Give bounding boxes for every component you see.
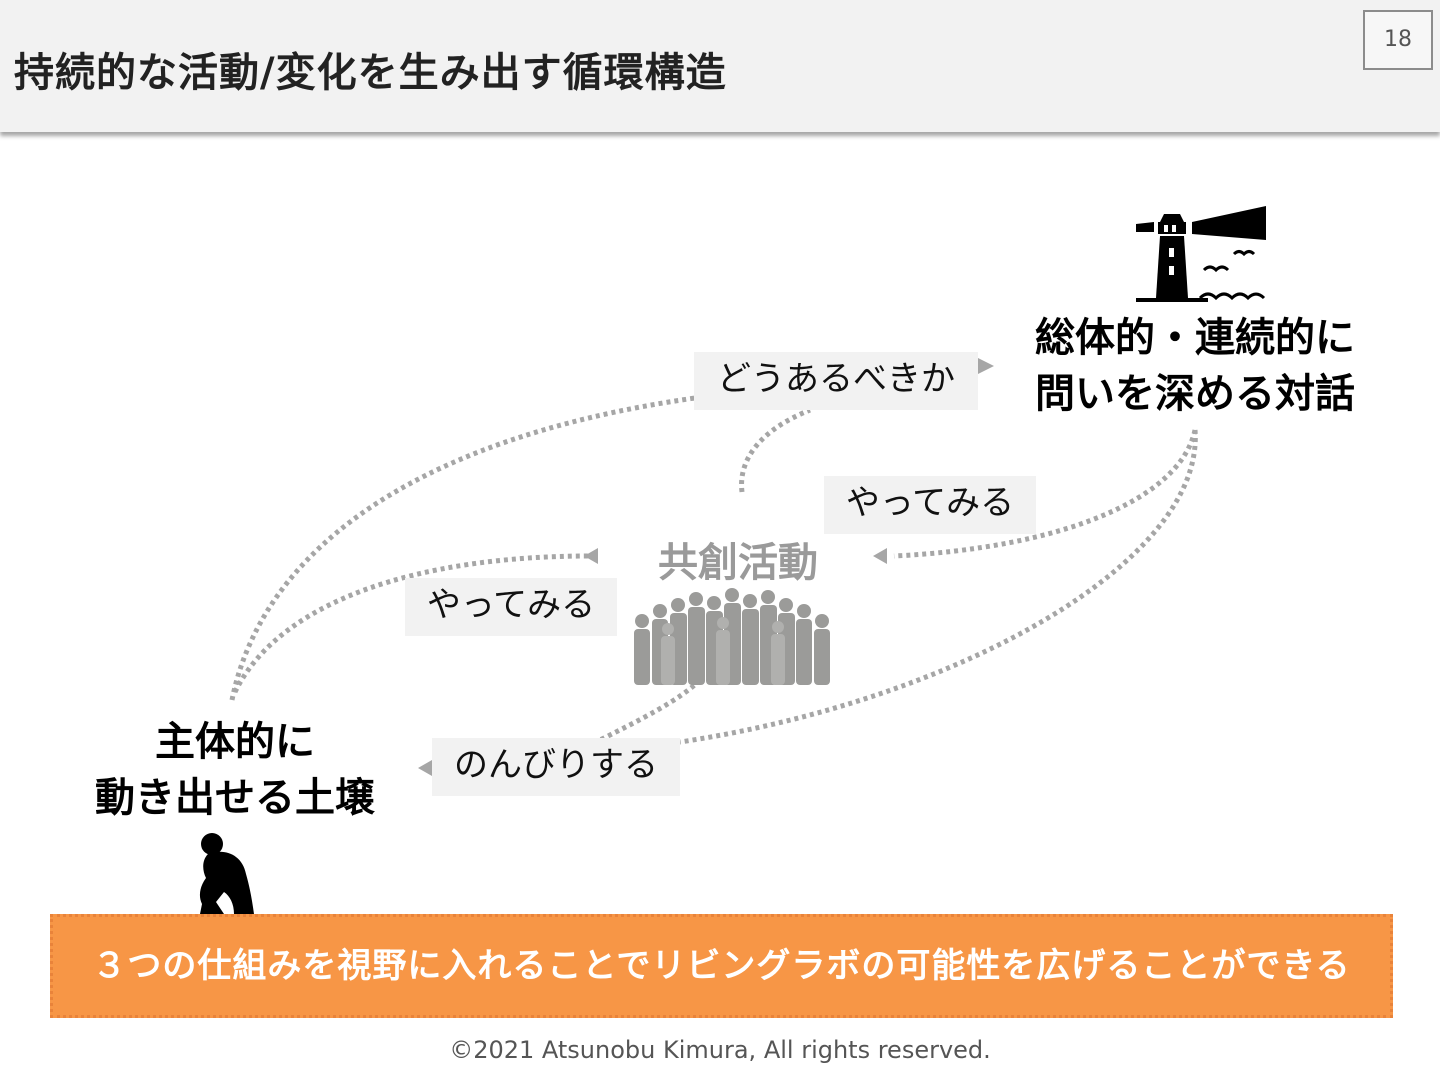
flow-label-try-it-upper: やってみる: [824, 476, 1036, 534]
arrowhead-to-foundation: [418, 760, 432, 776]
header-bar: 持続的な活動/変化を生み出す循環構造 18: [0, 0, 1440, 132]
copyright-footer: ©2021 Atsunobu Kimura, All rights reserv…: [449, 1036, 991, 1064]
arrow-foundation-to-activity: [232, 553, 591, 694]
conclusion-banner: ３つの仕組みを視野に入れることでリビングラボの可能性を広げることができる: [50, 914, 1393, 1018]
thinker-icon: [199, 833, 254, 914]
page-number: 18: [1363, 10, 1433, 70]
flow-label-take-it-easy: のんびりする: [432, 738, 680, 796]
foundation-line-2: 動き出せる土壌: [95, 775, 375, 821]
activity-node-label: 共創活動: [658, 540, 818, 586]
dialogue-node-label: 総体的・連続的に 問いを深める対話: [1000, 310, 1390, 422]
arrowhead-to-activity-left: [584, 548, 598, 564]
foundation-node-label: 主体的に 動き出せる土壌: [70, 714, 400, 826]
flow-label-how-should-be: どうあるべきか: [694, 352, 978, 410]
arrowhead-to-dialogue: [978, 358, 994, 374]
arrowhead-to-activity-right: [873, 548, 887, 564]
crowd-icon: [634, 588, 830, 685]
flow-label-try-it-lower: やってみる: [405, 578, 617, 636]
arrow-dialogue-to-activity: [893, 429, 1198, 559]
arrow-foundation-to-dialogue: [229, 395, 696, 701]
foundation-line-1: 主体的に: [155, 719, 315, 765]
dialogue-line-2: 問いを深める対話: [1035, 371, 1355, 417]
arrow-dialogue-to-relax: [679, 429, 1198, 745]
conclusion-banner-text: ３つの仕組みを視野に入れることでリビングラボの可能性を広げることができる: [92, 946, 1351, 986]
slide-title: 持続的な活動/変化を生み出す循環構造: [14, 50, 727, 96]
arrow-activity-to-question: [739, 407, 811, 493]
lighthouse-icon: [1136, 206, 1266, 302]
dialogue-line-1: 総体的・連続的に: [1035, 315, 1355, 361]
arrow-activity-to-relax: [598, 678, 702, 743]
